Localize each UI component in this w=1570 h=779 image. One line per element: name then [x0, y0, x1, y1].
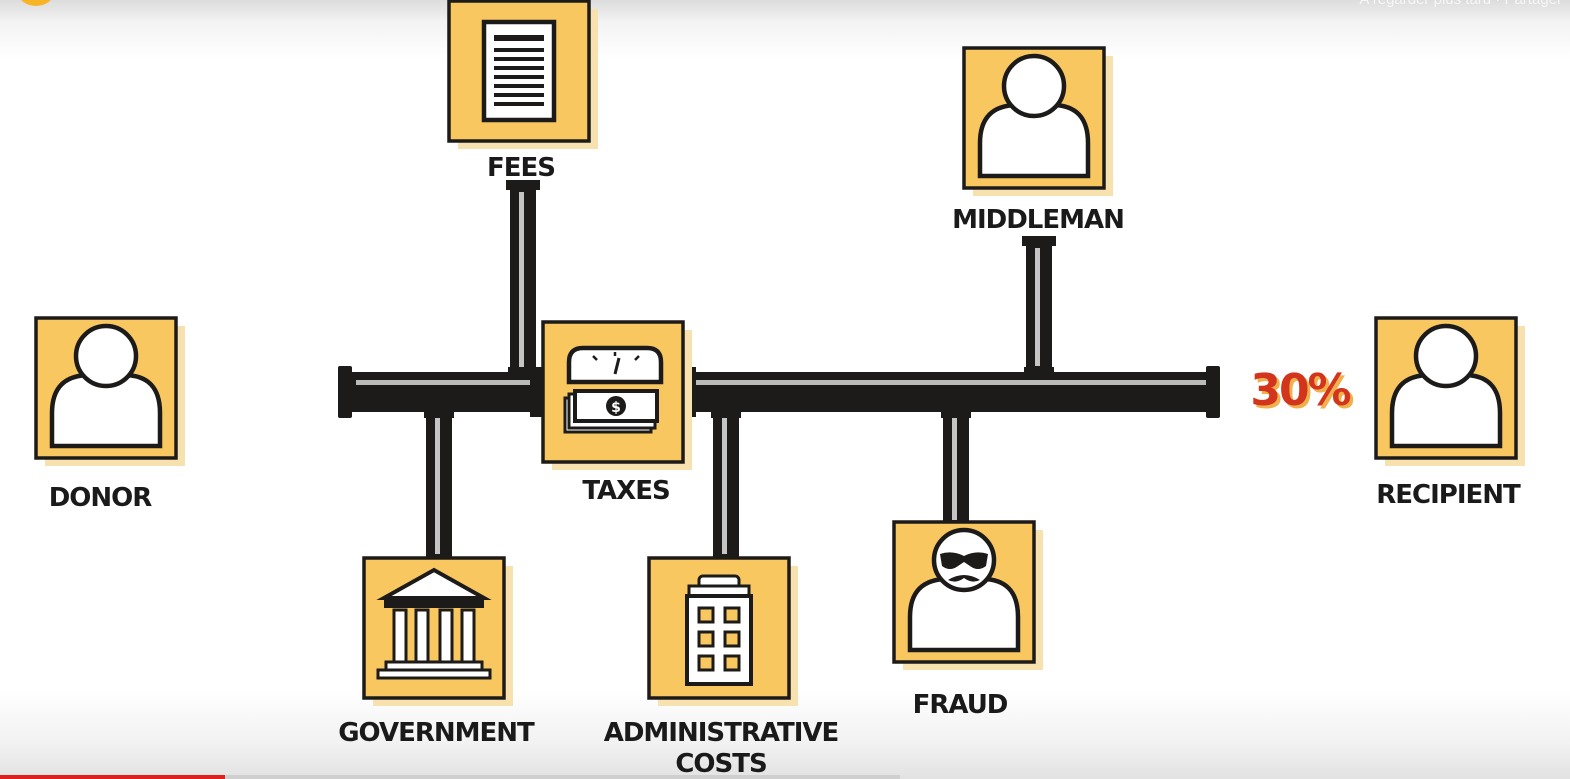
fees-node — [447, 0, 600, 151]
taxes-node: $ — [541, 320, 694, 472]
administrative-costs-label-line2: COSTS — [675, 749, 766, 779]
administrative-costs-label-line1: ADMINISTRATIVE — [604, 718, 839, 748]
video-progress-track[interactable] — [0, 775, 900, 779]
percentage-shadow: 30% — [1253, 368, 1353, 419]
government-node — [362, 556, 515, 708]
video-progress-fill[interactable] — [0, 775, 225, 779]
government-building-icon — [376, 567, 492, 680]
recipient-node — [1374, 316, 1527, 468]
watch-later-share-links[interactable]: A regarder plus tard · Partager — [1359, 0, 1562, 8]
channel-logo[interactable] — [18, 0, 54, 6]
middleman-label: MIDDLEMAN — [952, 205, 1124, 235]
office-building-icon — [685, 574, 753, 686]
fraud-label: FRAUD — [913, 690, 1008, 720]
dollar-sign-icon: $ — [611, 400, 621, 416]
fraud-person-icon — [910, 530, 1018, 650]
fees-label: FEES — [487, 153, 555, 183]
document-icon — [481, 19, 557, 123]
government-label: GOVERNMENT — [338, 718, 535, 748]
scale-money-icon: $ — [563, 345, 664, 434]
donor-label: DONOR — [49, 483, 153, 513]
fraud-node — [892, 520, 1045, 672]
administrative-costs-node — [647, 556, 800, 708]
taxes-label: TAXES — [582, 476, 669, 506]
middleman-node — [962, 46, 1115, 198]
percentage-value: 30% — [1250, 365, 1350, 416]
donor-node — [34, 316, 187, 468]
recipient-label: RECIPIENT — [1376, 480, 1521, 510]
pipe-network — [338, 180, 1220, 563]
